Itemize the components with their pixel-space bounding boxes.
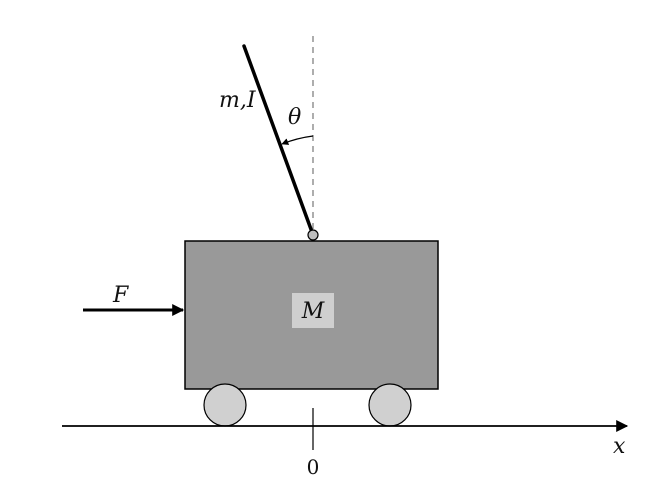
angle-label: θ <box>288 105 301 130</box>
force-label: F <box>112 283 129 308</box>
pendulum-rod <box>242 44 314 234</box>
pivot-joint <box>307 229 319 241</box>
x-axis-label: x <box>613 434 626 459</box>
left-wheel <box>203 383 247 427</box>
right-wheel <box>368 383 412 427</box>
cart-mass-label: M <box>301 299 325 324</box>
pendulum-label: m,I <box>219 88 257 113</box>
origin-label: 0 <box>307 455 320 479</box>
angle-arc <box>281 135 314 145</box>
cart-mass-label-box <box>292 293 334 328</box>
